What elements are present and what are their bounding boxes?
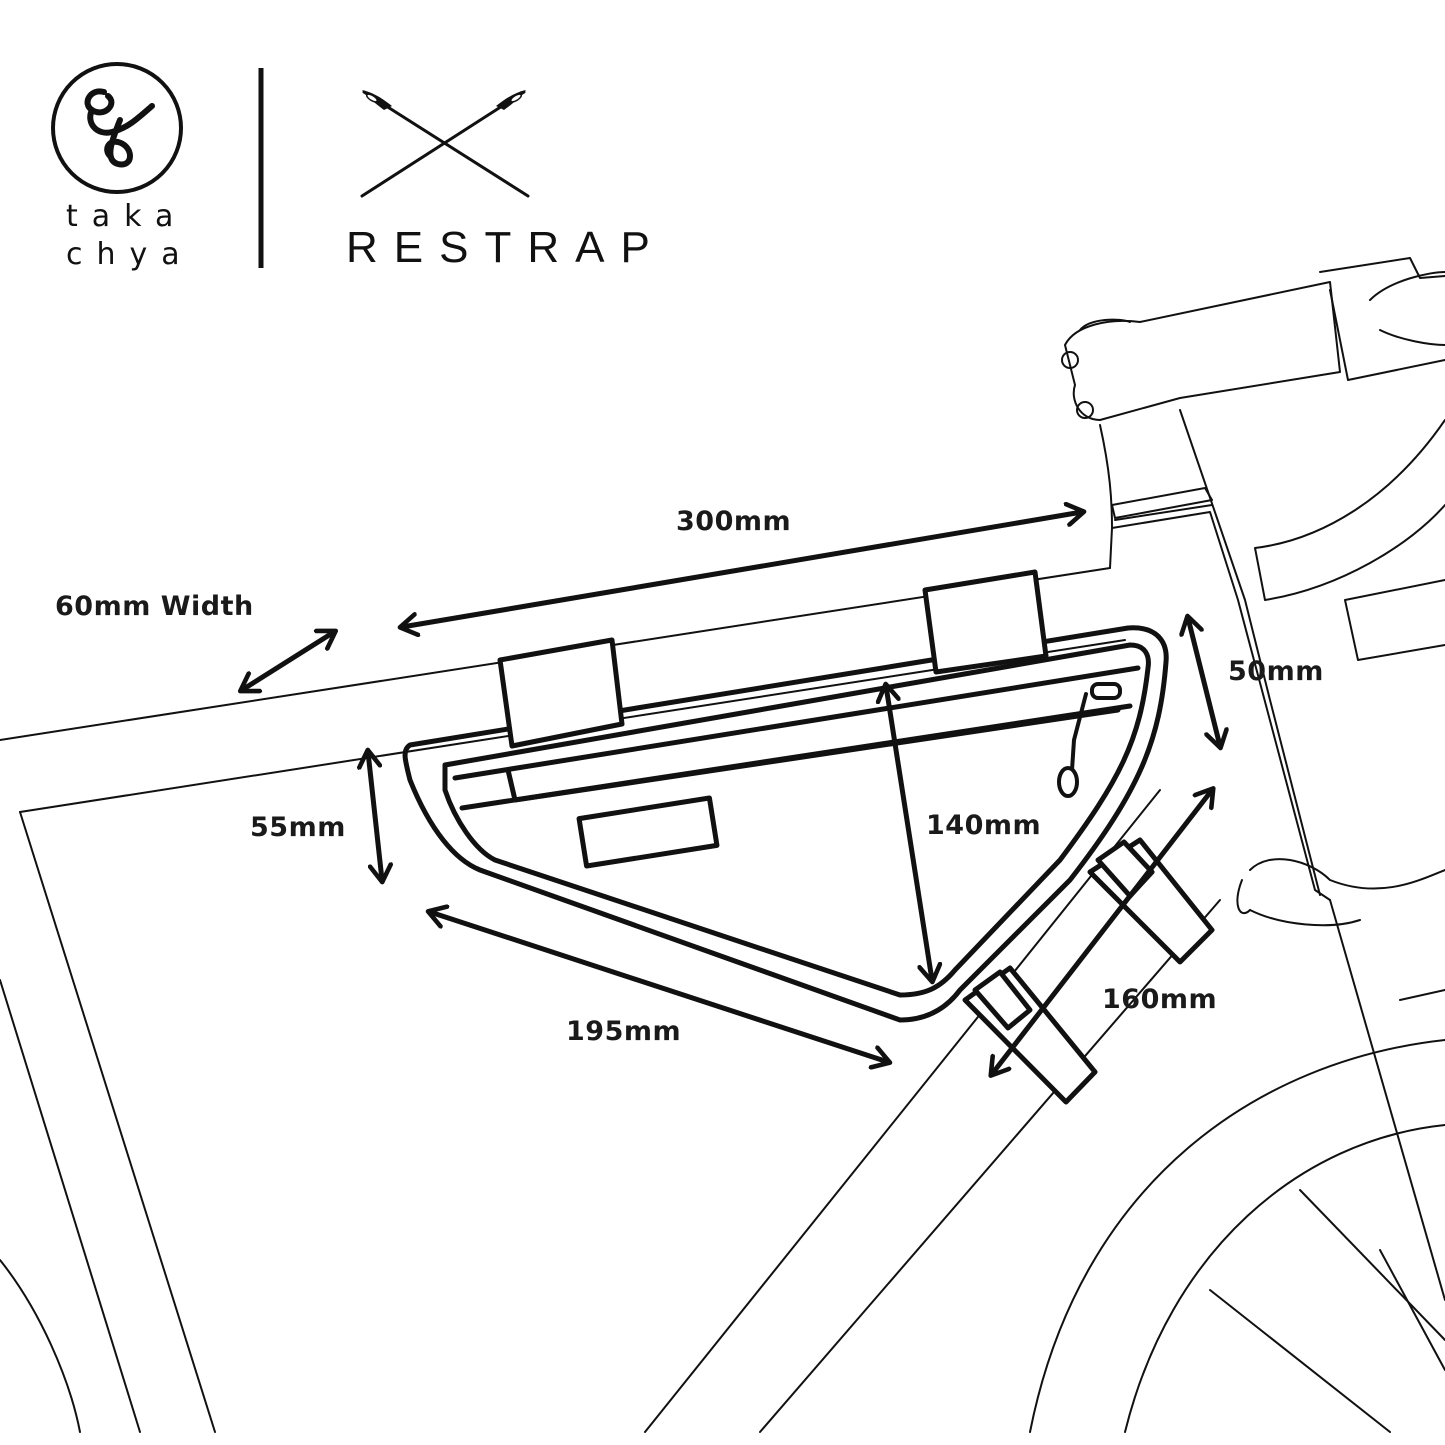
arrow-195mm (430, 912, 888, 1062)
handlebar-top (1369, 271, 1445, 301)
bicycle-frame (0, 257, 1445, 1433)
frame-bag (402, 569, 1215, 1105)
label-300mm: 300mm (676, 506, 791, 537)
label-50mm: 50mm (1228, 656, 1324, 687)
restrap-text: RESTRAP (346, 223, 666, 272)
top-strap-front (922, 569, 1049, 675)
stem-clamp-top (1319, 257, 1445, 279)
front-wheel-spoke-2 (1299, 1189, 1445, 1341)
dimension-labels: 300mm 60mm Width 50mm 55mm 140mm 195mm 1… (55, 506, 1324, 1047)
stem-clamp-bottom (1329, 289, 1445, 381)
down-strap-upper (1087, 837, 1215, 965)
bag-outer-outline (402, 625, 1169, 1023)
takachya-logo-icon (51, 62, 183, 194)
down-strap-lower (962, 965, 1098, 1105)
label-60mm-width: 60mm Width (55, 591, 254, 622)
head-lug-curve (1236, 879, 1251, 915)
fork-blade (1329, 899, 1445, 1301)
stem-bolt-top (1061, 351, 1079, 369)
front-wheel-spoke-3 (1379, 1249, 1445, 1371)
takachya-logo: taka chya (51, 62, 194, 272)
stem-bolt-bottom (1076, 401, 1094, 419)
front-wheel-inner (1124, 1124, 1445, 1433)
fork-blade-tip (1399, 989, 1445, 1001)
zipper-line-top (452, 665, 1141, 781)
zipper-pull-icon (1057, 682, 1122, 798)
head-lug-bottom (1249, 909, 1361, 927)
label-55mm: 55mm (250, 812, 346, 843)
head-tube-right (1179, 409, 1321, 896)
stem-cap (1079, 318, 1131, 331)
fork-upper (1254, 419, 1445, 601)
headset-line (1114, 504, 1213, 521)
seat-tube-right (0, 979, 141, 1433)
head-lug-left (1249, 858, 1445, 890)
head-tube-left (1109, 511, 1331, 901)
arrow-50mm (1188, 618, 1220, 746)
seat-tube-left (19, 811, 216, 1433)
front-wheel-spoke-1 (1209, 1289, 1391, 1433)
top-strap-rear (497, 637, 625, 749)
arrow-160mm (992, 790, 1212, 1074)
label-140mm: 140mm (926, 810, 1041, 841)
stem-body (1064, 281, 1341, 421)
handlebar-bottom (1379, 329, 1445, 346)
takachya-text-line1: taka (66, 199, 187, 234)
rear-wheel-arc (0, 1259, 81, 1433)
arrow-140mm (886, 686, 932, 980)
takachya-text-line2: chya (66, 237, 194, 272)
down-tube-upper (644, 789, 1161, 1433)
head-tube-upper-left (1099, 424, 1113, 529)
crossed-needles-icon (360, 90, 530, 198)
label-195mm: 195mm (566, 1016, 681, 1047)
front-wheel-outer (1029, 1039, 1445, 1433)
dimension-arrows (242, 512, 1220, 1074)
headset-ring (1111, 487, 1213, 519)
arrow-300mm (402, 512, 1082, 627)
fork-lower (1344, 579, 1445, 661)
bag-logo-patch (576, 795, 720, 869)
arrow-60mm-width (242, 632, 334, 690)
label-160mm: 160mm (1102, 984, 1217, 1015)
restrap-logo: RESTRAP (346, 90, 666, 272)
arrow-55mm (368, 752, 382, 880)
